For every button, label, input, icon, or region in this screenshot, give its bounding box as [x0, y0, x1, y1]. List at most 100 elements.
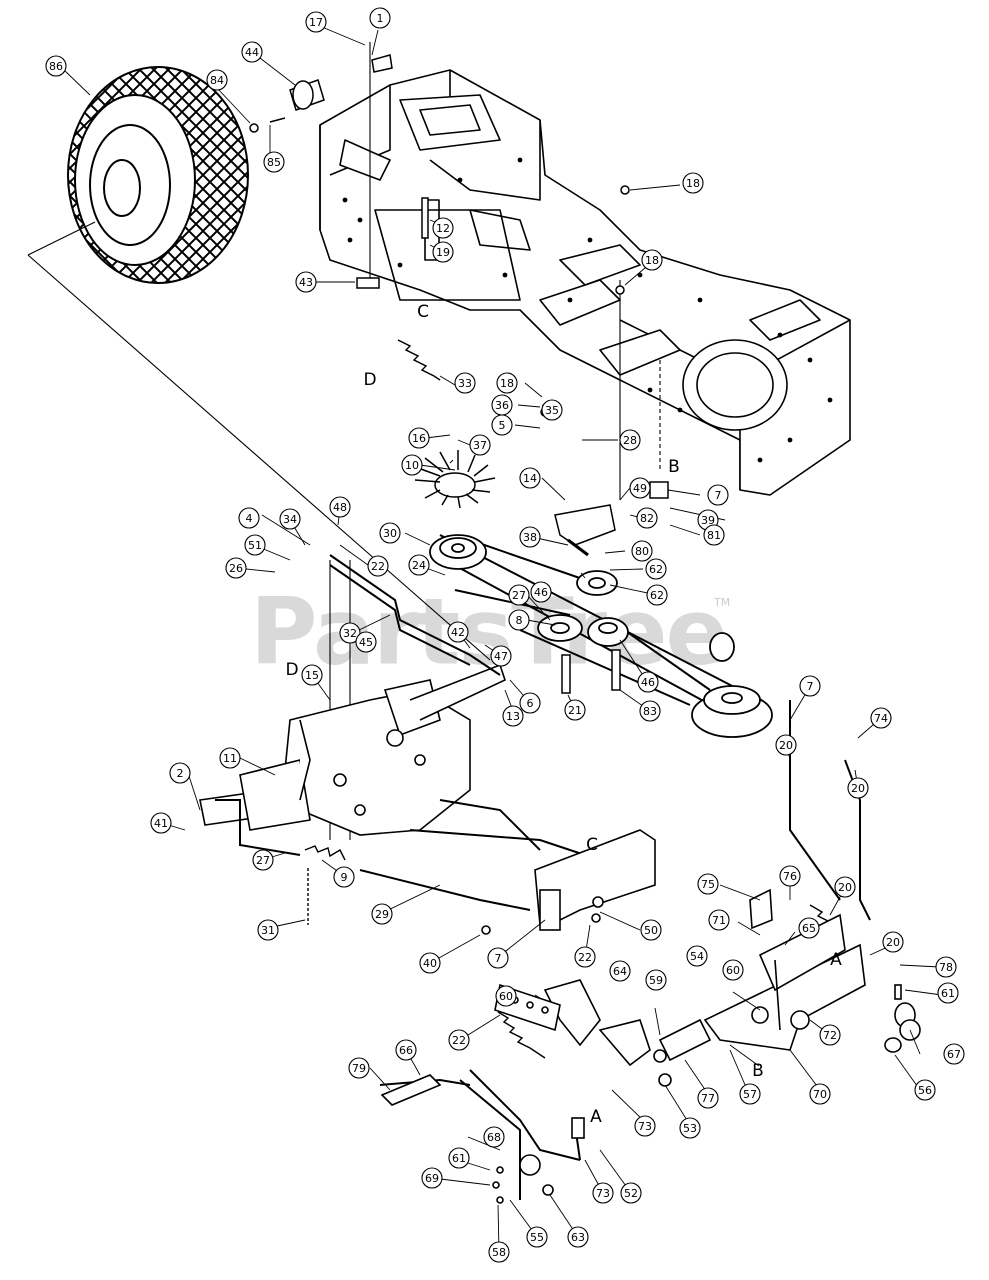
callout-number: 66	[399, 1044, 413, 1057]
callout-77: 77	[697, 1087, 719, 1109]
callout-circle	[914, 1079, 936, 1101]
callout-46: 46	[530, 581, 552, 603]
callout-number: 65	[802, 922, 816, 935]
callout-circle	[488, 1241, 510, 1263]
callout-10: 10	[401, 454, 423, 476]
callout-number: 41	[154, 817, 168, 830]
callout-number: 37	[473, 439, 487, 452]
callout-number: 42	[451, 626, 465, 639]
callout-27: 27	[508, 584, 530, 606]
callout-circle	[367, 555, 389, 577]
callout-number: 60	[499, 990, 513, 1003]
callout-number: 56	[918, 1084, 932, 1097]
callout-19: 19	[432, 241, 454, 263]
callout-number: 6	[527, 697, 534, 710]
callout-52: 52	[620, 1182, 642, 1204]
callout-circle	[448, 1029, 470, 1051]
callout-1: 1	[369, 7, 391, 29]
callout-number: 18	[500, 377, 514, 390]
callout-number: 7	[715, 489, 722, 502]
callout-circle	[526, 1226, 548, 1248]
callout-number: 61	[941, 987, 955, 1000]
callout-circle	[798, 917, 820, 939]
callout-number: 73	[638, 1120, 652, 1133]
callout-circle	[937, 982, 959, 1004]
brake-lever	[543, 979, 712, 1087]
callout-number: 22	[452, 1034, 466, 1047]
callout-circle	[530, 581, 552, 603]
callout-circle	[935, 956, 957, 978]
callout-circle	[639, 700, 661, 722]
callout-circle	[882, 931, 904, 953]
callout-circle	[263, 151, 285, 173]
callout-83: 83	[639, 700, 661, 722]
callout-circle	[238, 507, 260, 529]
callout-number: 36	[495, 399, 509, 412]
callout-76: 76	[779, 865, 801, 887]
callout-circle	[739, 1083, 761, 1105]
callout-number: 20	[779, 739, 793, 752]
callout-circle	[722, 959, 744, 981]
callout-number: 20	[838, 881, 852, 894]
callout-circle	[819, 1024, 841, 1046]
reference-letter-a: A	[590, 1107, 602, 1127]
callout-number: 75	[701, 878, 715, 891]
callout-number: 60	[726, 964, 740, 977]
callout-number: 24	[412, 559, 426, 572]
callout-71: 71	[708, 909, 730, 931]
callout-4: 4	[238, 507, 260, 529]
callout-number: 67	[947, 1048, 961, 1061]
callout-circle	[483, 1126, 505, 1148]
callout-circle	[401, 454, 423, 476]
callout-circle	[432, 241, 454, 263]
callout-14: 14	[519, 467, 541, 489]
callout-circle	[809, 1083, 831, 1105]
callout-circle	[448, 1147, 470, 1169]
callout-number: 76	[783, 870, 797, 883]
callout-circle	[369, 7, 391, 29]
callout-75: 75	[697, 873, 719, 895]
callout-20: 20	[775, 734, 797, 756]
callout-circle	[206, 69, 228, 91]
callout-number: 55	[530, 1231, 544, 1244]
callout-45: 45	[355, 631, 377, 653]
callout-circle	[219, 747, 241, 769]
callout-number: 86	[49, 60, 63, 73]
callout-61: 61	[448, 1147, 470, 1169]
callout-number: 4	[246, 512, 253, 525]
callout-number: 82	[640, 512, 654, 525]
callout-18: 18	[682, 172, 704, 194]
callout-circle	[779, 865, 801, 887]
callout-30: 30	[379, 522, 401, 544]
callout-number: 62	[650, 589, 664, 602]
transmission	[199, 663, 506, 836]
callout-26: 26	[225, 557, 247, 579]
reference-letter-a: A	[830, 950, 842, 970]
callout-number: 46	[641, 676, 655, 689]
callout-circle	[419, 952, 441, 974]
reference-letter-b: B	[668, 457, 680, 477]
callout-number: 5	[499, 419, 506, 432]
callout-circle	[645, 558, 667, 580]
callout-circle	[487, 947, 509, 969]
callout-number: 14	[523, 472, 537, 485]
callout-38: 38	[519, 526, 541, 548]
callout-65: 65	[798, 917, 820, 939]
callout-82: 82	[636, 507, 658, 529]
callout-number: 8	[516, 614, 523, 627]
callout-number: 20	[886, 936, 900, 949]
callout-61: 61	[937, 982, 959, 1004]
callout-circle	[395, 1039, 417, 1061]
pedal-bracket	[703, 888, 921, 1053]
callout-number: 62	[649, 563, 663, 576]
callout-48: 48	[329, 496, 351, 518]
callout-number: 26	[229, 562, 243, 575]
callout-58: 58	[488, 1241, 510, 1263]
callout-circle	[305, 11, 327, 33]
callout-circle	[348, 1057, 370, 1079]
callout-72: 72	[819, 1024, 841, 1046]
wheel-hub-parts	[249, 79, 325, 133]
callout-66: 66	[395, 1039, 417, 1061]
callout-53: 53	[679, 1117, 701, 1139]
reference-letter-d: D	[285, 660, 298, 680]
